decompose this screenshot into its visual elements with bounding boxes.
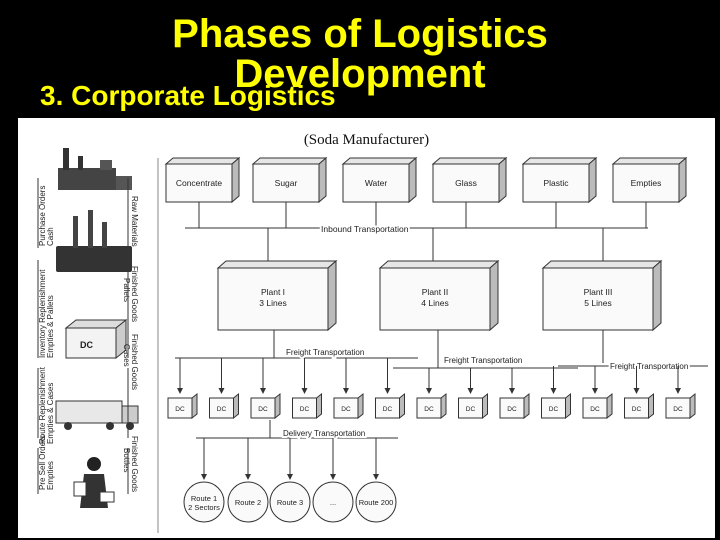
finished-goods-label-3: Finished Goods — [130, 436, 139, 492]
route-circle: Route 3 — [269, 438, 311, 523]
inventory-replenishment-label: Inventory Replenishment — [38, 269, 47, 358]
finished-goods-label-1: Finished Goods — [130, 266, 139, 322]
cases-label: Cases — [122, 344, 131, 367]
inbound-transportation-label: Inbound Transportation — [321, 224, 409, 234]
svg-text:DC: DC — [80, 340, 93, 350]
pre-sell-orders-label: Pre Sell Orders — [38, 435, 47, 490]
slide-subtitle: 3. Corporate Logistics — [40, 80, 336, 111]
bottles-label: Bottles — [122, 448, 131, 472]
dc-box: DC — [582, 366, 613, 420]
plant-name: Plant II — [422, 287, 448, 297]
plant-name: Plant I — [261, 287, 285, 297]
empties-label: Empties — [46, 461, 55, 490]
route-circle: Route 12 Sectors — [183, 438, 225, 523]
dc-box: DC — [209, 358, 239, 420]
material-label: Glass — [455, 178, 477, 188]
plant-box: Plant I3 Lines — [216, 259, 338, 332]
dc-box: DC — [624, 366, 654, 420]
truck-icon — [55, 400, 139, 430]
dc-label: DC — [341, 406, 351, 413]
pallets-label: Pallets — [122, 278, 131, 302]
route-circle: ... — [312, 438, 354, 523]
material-box: Concentrate — [164, 156, 241, 204]
dc-building-icon: DC — [64, 318, 128, 360]
freight-transportation-label-2: Freight Transportation — [444, 356, 522, 365]
material-label: Concentrate — [176, 178, 223, 188]
dc-box: DC — [250, 358, 281, 420]
factory-icon — [58, 148, 132, 190]
dc-label: DC — [590, 406, 600, 413]
finished-goods-label-2: Finished Goods — [130, 334, 139, 390]
dc-label: DC — [300, 406, 310, 413]
dc-label: DC — [258, 406, 268, 413]
delivery-transportation-label: Delivery Transportation — [283, 429, 365, 438]
dc-box: DC — [458, 368, 488, 420]
freight-transportation-label-3: Freight Transportation — [610, 362, 688, 371]
material-box: Glass — [431, 156, 508, 204]
empties-cases-label: Empties & Cases — [46, 383, 55, 444]
dc-label: DC — [175, 406, 185, 413]
material-box: Water — [341, 156, 418, 204]
route-name: Route 3 — [277, 498, 303, 507]
plant-name: Plant III — [584, 287, 613, 297]
diagram-caption: (Soda Manufacturer) — [303, 132, 430, 148]
cash-label: Cash — [46, 227, 55, 246]
route-name: Route 2 — [235, 498, 261, 507]
freight-lines — [175, 330, 708, 369]
dc-box: DC — [665, 366, 696, 420]
route-replenishment-label: Route Replenishment — [38, 366, 47, 444]
plant-icon — [56, 210, 132, 272]
dc-label: DC — [424, 406, 434, 413]
dc-box: DC — [333, 358, 364, 420]
freight-transportation-label-1: Freight Transportation — [286, 348, 364, 357]
dc-label: DC — [507, 406, 517, 413]
dc-box: DC — [541, 366, 571, 420]
route-circle: Route 200 — [355, 438, 397, 523]
dc-box: DC — [292, 358, 322, 420]
plant-box: Plant II4 Lines — [378, 259, 500, 332]
customer-icon — [73, 457, 115, 508]
plant-lines: 5 Lines — [584, 298, 611, 308]
route-detail: 2 Sectors — [188, 503, 220, 512]
dc-label: DC — [673, 406, 683, 413]
empties-pallets-label: Empties & Pallets — [46, 295, 55, 358]
material-box: Sugar — [251, 156, 328, 204]
plant-boxes: Plant I3 Lines Plant II4 Lines Plant III5 … — [216, 259, 663, 332]
material-label: Water — [365, 178, 388, 188]
dc-box: DC — [416, 368, 447, 420]
route-name: Route 1 — [191, 494, 217, 503]
dc-label: DC — [632, 406, 642, 413]
plant-lines: 4 Lines — [421, 298, 448, 308]
plant-lines: 3 Lines — [259, 298, 286, 308]
dc-label: DC — [549, 406, 559, 413]
material-label: Sugar — [275, 178, 298, 188]
route-circle: Route 2 — [227, 438, 269, 523]
purchase-orders-label: Purchase Orders — [38, 186, 47, 246]
dc-box: DC — [499, 368, 530, 420]
dc-label: DC — [383, 406, 393, 413]
dc-box: DC — [167, 358, 198, 420]
slide-title: Phases of Logistics — [172, 12, 548, 56]
route-name: Route 200 — [359, 498, 394, 507]
dc-boxes: DC DC DC DC DC DC DC DC DC DC DC DC DC — [167, 358, 696, 420]
material-box: Empties — [611, 156, 688, 204]
material-label: Empties — [631, 178, 662, 188]
material-label: Plastic — [543, 178, 569, 188]
material-box: Plastic — [521, 156, 598, 204]
dc-box: DC — [375, 358, 405, 420]
raw-material-boxes: Concentrate Sugar Water Glass Plastic Empties — [164, 156, 688, 228]
slide-title-line-2: Development — [234, 52, 486, 96]
supply-chain-diagram: DC Purchase Orders Cash Inventory Replen… — [37, 148, 708, 533]
dc-label: DC — [466, 406, 476, 413]
route-name: ... — [330, 498, 336, 507]
delivery-lines — [196, 420, 398, 439]
dc-label: DC — [217, 406, 227, 413]
raw-materials-label: Raw Materials — [130, 196, 139, 247]
diagram-panel: (Soda Manufacturer) DC — [18, 118, 715, 538]
